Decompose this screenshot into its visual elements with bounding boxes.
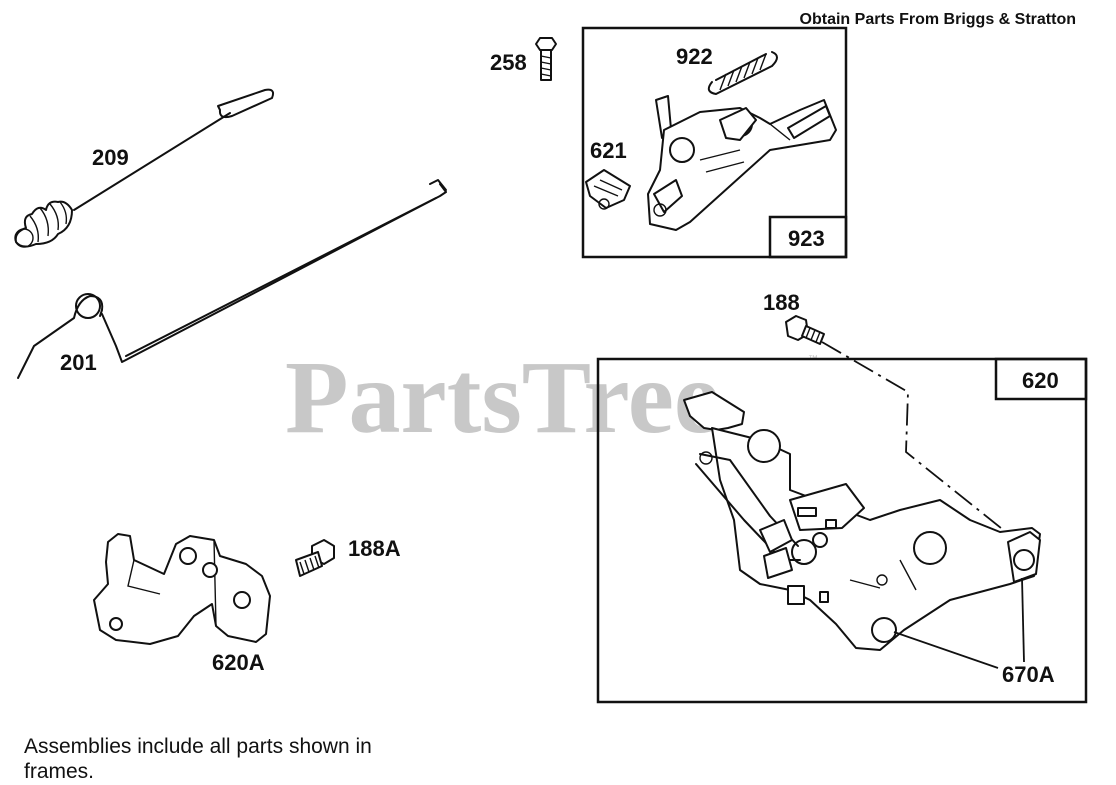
watermark-text: PartsTree (285, 340, 720, 455)
footer-note-line1: Assemblies include all parts shown in (24, 735, 372, 758)
part-label-209: 209 (92, 145, 129, 170)
control-bracket-923 (647, 95, 837, 231)
bolt-188-alignment-line (821, 341, 1017, 541)
part-label-922: 922 (676, 44, 713, 69)
header-text: Obtain Parts From Briggs & Stratton (800, 11, 1076, 28)
control-bracket-620 (683, 391, 1041, 651)
part-label-188a: 188A (348, 536, 401, 561)
frame-620-tag (994, 357, 1088, 401)
frame-923 (581, 26, 848, 259)
part-label-201: 201 (60, 350, 97, 375)
screw-258 (535, 37, 557, 81)
part-label-621: 621 (590, 138, 627, 163)
part-label-620a: 620A (212, 650, 265, 675)
bracket-620a (93, 533, 271, 645)
leader-670a-bushing (893, 631, 999, 669)
part-label-620: 620 (1022, 368, 1059, 393)
governor-rod-201 (17, 179, 447, 379)
clip-621 (585, 169, 631, 210)
part-label-923: 923 (788, 226, 825, 251)
spring-rod-209 (14, 88, 275, 248)
frame-923-tag (768, 215, 848, 259)
leader-670a-pivot (1021, 577, 1025, 663)
spring-922 (707, 51, 778, 95)
footer-note-line2: frames. (24, 760, 94, 783)
frame-620 (596, 357, 1088, 704)
bolt-188 (785, 315, 825, 345)
part-label-670a: 670A (1002, 662, 1055, 687)
part-label-258: 258 (490, 50, 527, 75)
bolt-188a (295, 539, 335, 577)
part-label-188: 188 (763, 290, 800, 315)
